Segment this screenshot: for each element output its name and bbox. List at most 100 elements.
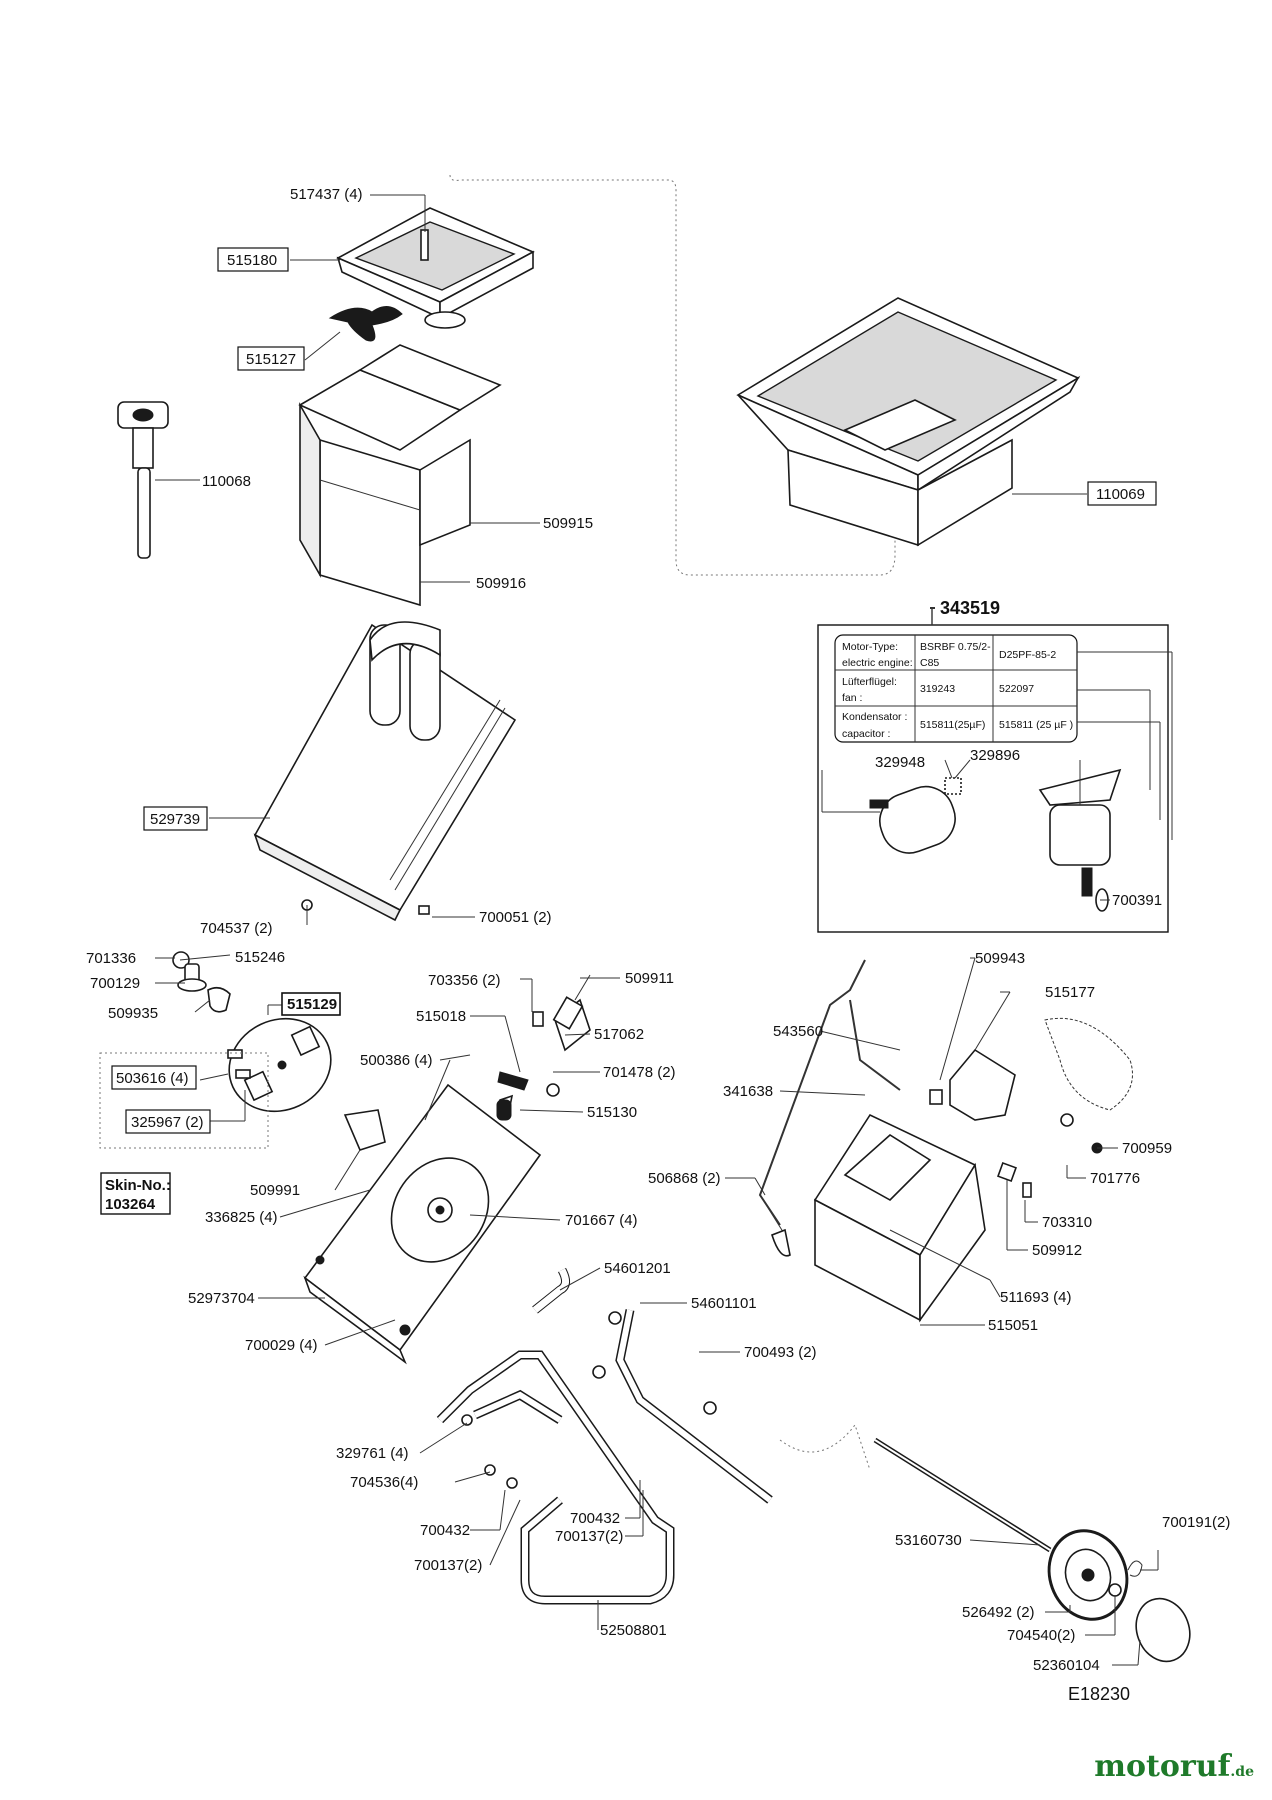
label-701667: 701667 (4) [565,1212,638,1229]
motor-spec-table-lines [835,635,1077,742]
label-700051: 700051 (2) [479,909,552,926]
label-700137-right: 700137(2) [555,1528,623,1545]
spec-r4c1: 515811(25µF) [920,719,985,731]
label-703310: 703310 [1042,1214,1092,1231]
axle-and-wheel-parts [873,1437,1191,1663]
part-number-frames [100,247,1157,1215]
label-700432-left: 700432 [420,1522,470,1539]
spec-r1c1: C85 [920,657,939,669]
label-517062: 517062 [594,1026,644,1043]
skin-group-frame [99,1052,269,1149]
label-509943: 509943 [975,950,1025,967]
label-704536: 704536(4) [350,1474,418,1491]
label-700129: 700129 [90,975,140,992]
chipper-housing-part [253,621,517,922]
brand-tld: .de [1230,1764,1254,1780]
label-701336: 701336 [86,950,136,967]
label-515051: 515051 [988,1317,1038,1334]
label-511693: 511693 (4) [1000,1289,1071,1306]
label-701776: 701776 [1090,1170,1140,1187]
motor-spec-table-frame [834,634,1078,743]
label-515246: 515246 [235,949,285,966]
motor-mount-small-parts [343,974,591,1151]
label-700432-right: 700432 [570,1510,620,1527]
label-52508801: 52508801 [600,1622,667,1639]
assembly-link-dotted [449,174,896,576]
label-700137-left: 700137(2) [414,1557,482,1574]
spec-r5c0: capacitor : [842,728,890,740]
label-529739: 529739 [150,811,200,828]
label-52973704: 52973704 [188,1290,255,1307]
large-hopper-part [736,297,1081,547]
brand-name: motoruf [1094,1749,1231,1784]
label-110068: 110068 [202,473,251,490]
wheel-axle-link-dotted [779,1423,871,1471]
label-515127: 515127 [246,351,296,368]
spec-r0c0: Motor-Type: [842,641,898,653]
label-503616: 503616 (4) [116,1070,189,1087]
label-543560: 543560 [773,1023,823,1040]
label-701478: 701478 (2) [603,1064,676,1081]
label-509911: 509911 [625,970,674,987]
knife-disc-part [227,1017,332,1113]
label-skin-number-103264: 103264 [105,1196,156,1213]
part-labels: 517437 (4) 515180 515127 110068 509915 5… [86,186,1230,1704]
label-329761: 329761 (4) [336,1445,409,1462]
leader-lines [155,194,1173,1666]
label-motor-group-343519: 343519 [940,598,1000,618]
label-515130: 515130 [587,1104,637,1121]
spec-r1c0: electric engine: [842,657,913,669]
label-325967: 325967 (2) [131,1114,204,1131]
label-509991: 509991 [250,1182,300,1199]
label-52360104: 52360104 [1033,1657,1100,1674]
hopper-insert-part [298,344,502,607]
spec-r0c2: D25PF-85-2 [999,649,1056,661]
spec-r4c2: 515811 (25 µF ) [999,719,1073,731]
label-54601101: 54601101 [691,1295,757,1312]
label-700391: 700391 [1112,892,1162,909]
label-526492: 526492 (2) [962,1604,1035,1621]
label-110069: 110069 [1096,486,1145,503]
motor-group-frame [817,624,1169,933]
label-506868: 506868 (2) [648,1170,721,1187]
label-509915: 509915 [543,515,593,532]
spec-r4c0: Kondensator : [842,711,907,723]
label-515129: 515129 [287,996,337,1013]
label-704540: 704540(2) [1007,1627,1075,1644]
label-329948: 329948 [875,754,925,771]
label-500386: 500386 (4) [360,1052,433,1069]
spec-r2c1: 319243 [920,683,955,695]
brand-logo: motoruf.de [1094,1749,1254,1784]
small-funnel-part [336,207,535,329]
label-515018: 515018 [416,1008,466,1025]
label-700493: 700493 (2) [744,1344,817,1361]
gasket-part [328,306,403,342]
label-509912: 509912 [1032,1242,1082,1259]
label-700959: 700959 [1122,1140,1172,1157]
spec-r0c1: BSRBF 0.75/2- [920,641,991,653]
drawing-id: E18230 [1068,1684,1130,1704]
label-515180: 515180 [227,252,277,269]
label-700191: 700191(2) [1162,1514,1230,1531]
label-329896: 329896 [970,747,1020,764]
label-515177: 515177 [1045,984,1095,1001]
plunger-part [117,401,169,559]
spec-r2c2: 522097 [999,683,1034,695]
label-336825: 336825 (4) [205,1209,278,1226]
bolt-and-cap-parts [172,899,430,1013]
label-704537: 704537 (2) [200,920,273,937]
spec-r3c0: fan : [842,692,862,704]
label-skin-no: Skin-No.: [105,1177,171,1194]
label-700029: 700029 (4) [245,1337,318,1354]
spec-r2c0: Lüfterflügel: [842,676,897,688]
label-517437: 517437 (4) [290,186,363,203]
label-703356: 703356 (2) [428,972,501,989]
label-54601201: 54601201 [604,1260,671,1277]
label-53160730: 53160730 [895,1532,962,1549]
label-341638: 341638 [723,1083,773,1100]
switch-and-cable-parts [758,959,1133,1323]
label-509916: 509916 [476,575,526,592]
handle-frame-parts [436,1267,773,1605]
motor-parts [869,760,1122,912]
